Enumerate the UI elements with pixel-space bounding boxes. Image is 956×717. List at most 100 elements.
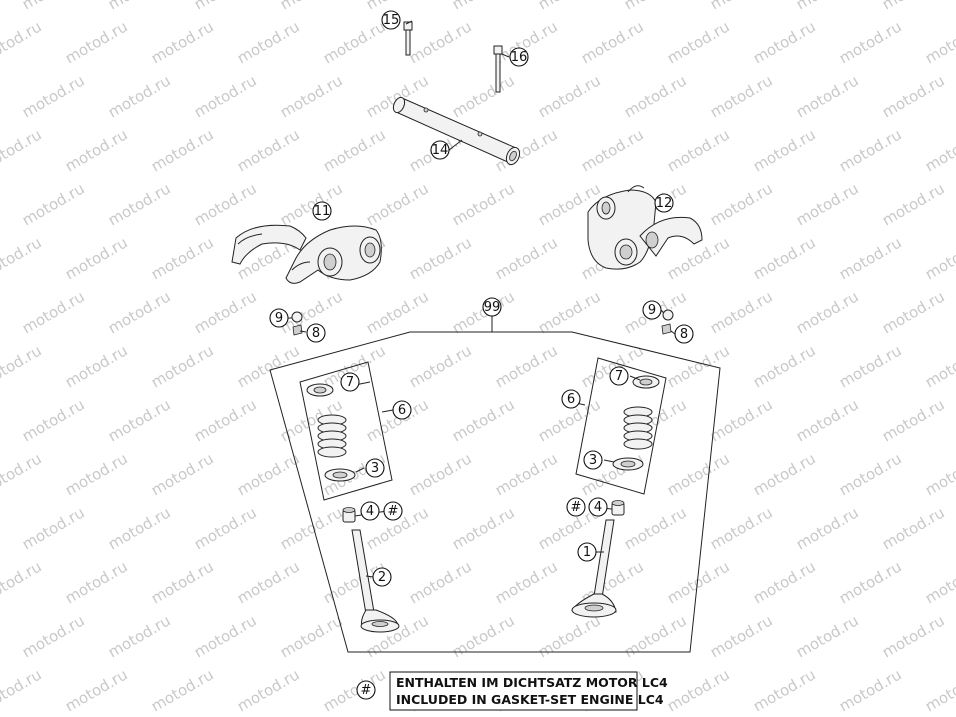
callout-15-label: 15 <box>383 13 400 28</box>
watermark-text: motod.ru <box>0 233 45 283</box>
watermark-text: motod.ru <box>62 125 131 175</box>
watermark-text: motod.ru <box>320 125 389 175</box>
watermark-text: motod.ru <box>19 0 88 13</box>
watermark-text: motod.ru <box>62 449 131 499</box>
watermark-text: motod.ru <box>492 449 561 499</box>
watermark-text: motod.ru <box>62 557 131 607</box>
watermark-text: motod.ru <box>62 17 131 67</box>
watermark-text: motod.ru <box>234 17 303 67</box>
rocker-arm-12-drawing <box>587 185 703 270</box>
watermark-text: motod.ru <box>148 449 217 499</box>
watermark-text: motod.ru <box>0 287 2 337</box>
watermark-text: motod.ru <box>836 665 905 715</box>
callout-1-label: 1 <box>583 545 591 560</box>
callouts-layer: 15 16 14 11 12 99 9 8 <box>269 10 694 587</box>
watermark-text: motod.ru <box>0 503 2 553</box>
watermark-text: motod.ru <box>836 557 905 607</box>
watermark-text: motod.ru <box>922 557 956 607</box>
watermark-text: motod.ru <box>406 449 475 499</box>
callout-6-right: 6 <box>561 389 581 409</box>
adjuster-9-8-left-drawing <box>291 311 303 336</box>
callout-7-left-label: 7 <box>346 375 354 390</box>
watermark-text: motod.ru <box>664 665 733 715</box>
watermark-text: motod.ru <box>836 341 905 391</box>
watermark-text: motod.ru <box>105 0 174 13</box>
callout-8-right-label: 8 <box>680 327 688 342</box>
watermark-text: motod.ru <box>793 611 862 661</box>
watermark-text: motod.ru <box>234 557 303 607</box>
callout-99: 99 <box>482 297 502 317</box>
watermark-text: motod.ru <box>406 557 475 607</box>
watermark-text: motod.ru <box>793 287 862 337</box>
callout-16-label: 16 <box>511 50 528 65</box>
valve-1-drawing <box>571 519 617 618</box>
legend: # ENTHALTEN IM DICHTSATZ MOTOR LC4 INCLU… <box>356 671 668 711</box>
watermark-text: motod.ru <box>234 125 303 175</box>
watermark-text: motod.ru <box>707 179 776 229</box>
watermark-text: motod.ru <box>62 341 131 391</box>
watermark-text: motod.ru <box>0 557 45 607</box>
watermark-text: motod.ru <box>0 395 2 445</box>
watermark-text: motod.ru <box>105 503 174 553</box>
legend-box <box>389 671 638 711</box>
callout-9-right: 9 <box>642 300 662 320</box>
watermark-text: motod.ru <box>19 287 88 337</box>
rocker-arm-11-drawing <box>231 224 382 284</box>
callout-12-label: 12 <box>656 196 673 211</box>
watermark-text: motod.ru <box>664 341 733 391</box>
watermark-text: motod.ru <box>793 503 862 553</box>
rocker-shaft-14-drawing <box>392 96 521 166</box>
watermark-text: motod.ru <box>191 0 260 13</box>
watermark-text: motod.ru <box>0 611 2 661</box>
watermark-text: motod.ru <box>0 665 45 715</box>
watermark-text: motod.ru <box>0 179 2 229</box>
callout-7-left: 7 <box>340 372 360 392</box>
watermark-text: motod.ru <box>535 611 604 661</box>
callout-4-right: 4 <box>588 497 608 517</box>
watermark-text: motod.ru <box>277 0 346 13</box>
callout-9-right-label: 9 <box>648 303 656 318</box>
legend-line-1: ENTHALTEN IM DICHTSATZ MOTOR LC4 <box>396 675 668 690</box>
valve-stem-seal-4-left-drawing <box>342 507 356 523</box>
watermark-text: motod.ru <box>879 0 948 13</box>
callout-4-right-label: 4 <box>594 500 602 515</box>
watermark-text: motod.ru <box>320 17 389 67</box>
watermark-text: motod.ru <box>277 611 346 661</box>
callout-6-left-label: 6 <box>398 403 406 418</box>
legend-symbol-label: # <box>361 683 372 698</box>
bolt-15-drawing <box>403 21 413 56</box>
watermark-text: motod.ru <box>277 503 346 553</box>
watermark-text: motod.ru <box>406 233 475 283</box>
valve-2-drawing <box>351 529 400 633</box>
callout-9-left: 9 <box>269 308 289 328</box>
watermark-text: motod.ru <box>62 233 131 283</box>
watermark-text: motod.ru <box>191 287 260 337</box>
callout-hash-left-label: # <box>388 504 399 519</box>
watermark-text: motod.ru <box>148 125 217 175</box>
watermark-text: motod.ru <box>922 449 956 499</box>
callout-8-left: 8 <box>306 323 326 343</box>
watermark-text: motod.ru <box>535 71 604 121</box>
callout-hash-right-label: # <box>571 500 582 515</box>
watermark-text: motod.ru <box>105 395 174 445</box>
watermark-text: motod.ru <box>793 395 862 445</box>
callout-8-right: 8 <box>674 324 694 344</box>
watermark-text: motod.ru <box>148 17 217 67</box>
watermark-text: motod.ru <box>191 503 260 553</box>
watermark-text: motod.ru <box>879 503 948 553</box>
valve-spring-group-6-left-drawing <box>299 361 393 501</box>
watermark-text: motod.ru <box>664 17 733 67</box>
watermark-text: motod.ru <box>836 125 905 175</box>
watermark-text: motod.ru <box>492 341 561 391</box>
watermark-text: motod.ru <box>535 0 604 13</box>
watermark-text: motod.ru <box>0 341 45 391</box>
watermark-text: motod.ru <box>578 125 647 175</box>
bolt-16-drawing <box>493 45 503 93</box>
legend-line-2: INCLUDED IN GASKET-SET ENGINE LC4 <box>396 692 664 707</box>
watermark-text: motod.ru <box>0 71 2 121</box>
watermark-text: motod.ru <box>277 179 346 229</box>
watermark-text: motod.ru <box>148 341 217 391</box>
adjuster-9-8-right-drawing <box>661 309 674 335</box>
callout-hash-left: # <box>383 501 403 521</box>
